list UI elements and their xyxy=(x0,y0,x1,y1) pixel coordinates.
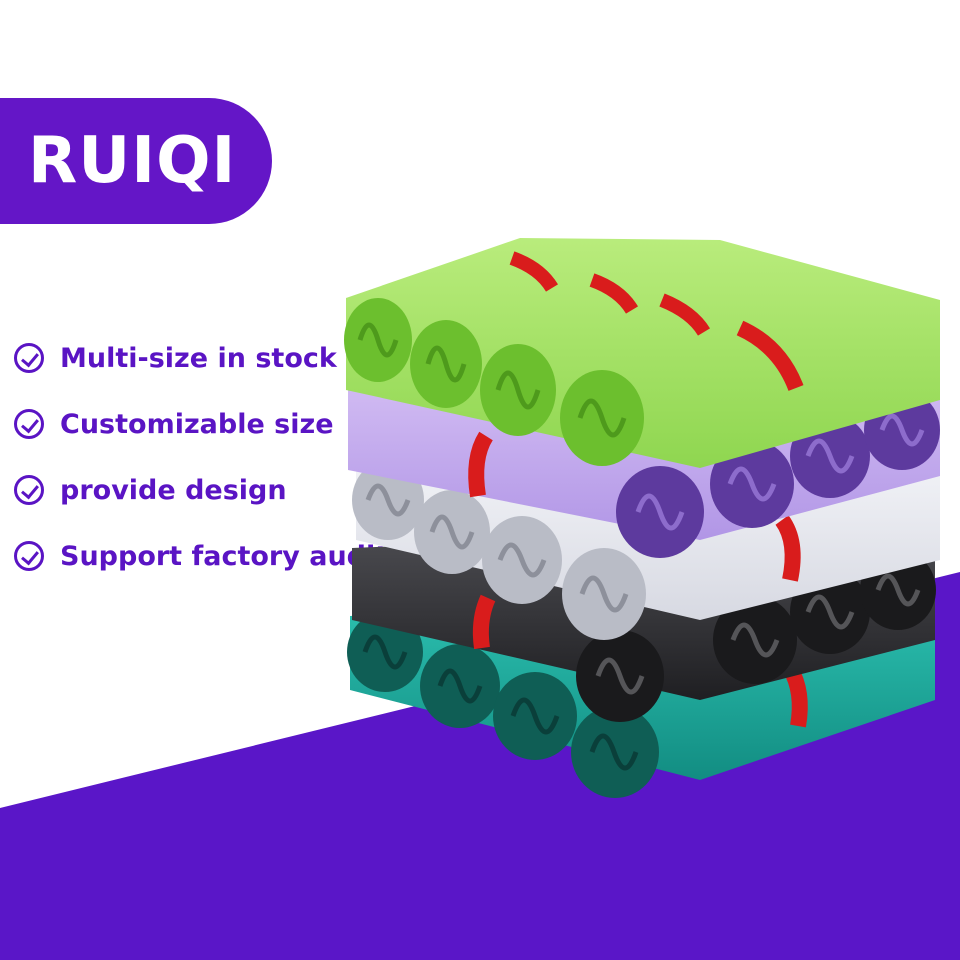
check-circle-icon xyxy=(14,343,44,373)
feature-list: Multi-size in stock Customizable size pr… xyxy=(14,336,388,600)
feature-item: provide design xyxy=(14,468,388,512)
check-circle-icon xyxy=(14,541,44,571)
check-circle-icon xyxy=(14,475,44,505)
feature-label: Customizable size xyxy=(60,408,334,440)
feature-label: Support factory audit xyxy=(60,540,389,572)
feature-item: Multi-size in stock xyxy=(14,336,388,380)
brand-name: RUIQI xyxy=(28,124,237,198)
feature-item: Customizable size xyxy=(14,402,388,446)
green-bag-rolls xyxy=(344,238,940,468)
feature-label: provide design xyxy=(60,474,287,506)
feature-label: Multi-size in stock xyxy=(60,342,337,374)
feature-item: Support factory audit xyxy=(14,534,388,578)
check-circle-icon xyxy=(14,409,44,439)
brand-badge: RUIQI xyxy=(0,98,272,224)
